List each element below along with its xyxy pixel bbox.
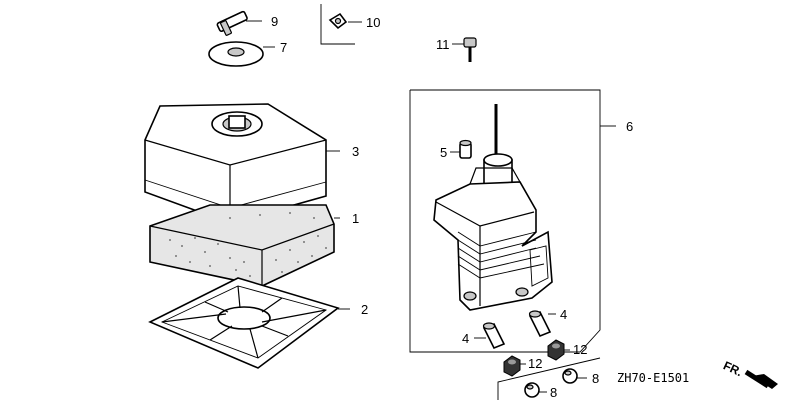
part-8-cap-right bbox=[562, 368, 587, 384]
part-10-wing-nut bbox=[320, 4, 362, 45]
callout-5: 5 bbox=[440, 145, 447, 160]
callout-10: 10 bbox=[366, 15, 380, 30]
callout-9: 9 bbox=[271, 14, 278, 29]
part-8-cap-left bbox=[524, 382, 547, 398]
callout-7: 7 bbox=[280, 40, 287, 55]
front-direction-arrow: FR. bbox=[721, 358, 778, 389]
callout-2: 2 bbox=[361, 302, 368, 317]
callout-8-left: 8 bbox=[550, 385, 557, 400]
part-4-collar-right bbox=[528, 310, 556, 338]
callout-11: 11 bbox=[436, 37, 450, 52]
part-5-sleeve bbox=[450, 139, 472, 159]
part-8-group-bracket bbox=[497, 357, 601, 400]
part-4-collar-left bbox=[474, 322, 506, 350]
part-6-group-bracket bbox=[409, 89, 616, 353]
callout-8-right: 8 bbox=[592, 371, 599, 386]
part-11-bolt bbox=[452, 37, 477, 62]
part-1-foam-element bbox=[149, 204, 340, 287]
part-2-base-grid bbox=[148, 277, 350, 369]
diagram-code: ZH70-E1501 bbox=[617, 371, 689, 385]
front-label: FR. bbox=[721, 358, 744, 379]
part-9-wing-bolt bbox=[216, 10, 262, 36]
callout-1: 1 bbox=[352, 211, 359, 226]
part-3-cleaner-cover bbox=[144, 103, 340, 224]
callout-6: 6 bbox=[626, 119, 633, 134]
part-12-nut-right bbox=[547, 339, 570, 361]
part-7-cover-plate bbox=[208, 41, 275, 67]
callout-12-right: 12 bbox=[573, 342, 587, 357]
callout-12-left: 12 bbox=[528, 356, 542, 371]
part-6-cleaner-case bbox=[433, 104, 553, 311]
callout-4-right: 4 bbox=[560, 307, 567, 322]
part-12-nut-left bbox=[503, 355, 526, 377]
callout-3: 3 bbox=[352, 144, 359, 159]
callout-4-left: 4 bbox=[462, 331, 469, 346]
